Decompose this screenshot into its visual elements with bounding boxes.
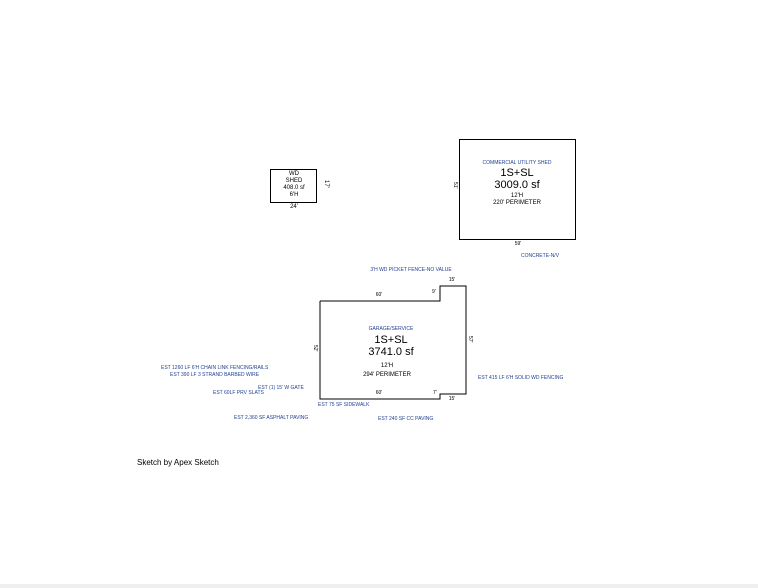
- barbed-wire-note: EST 390 LF 3 STRAND BARBED WIRE: [170, 372, 260, 378]
- garage-notch-top-dim: 15': [448, 277, 456, 283]
- solid-fence-note: EST 415 LF 6'H SOLID WD FENCING: [478, 375, 564, 381]
- garage-height: 12'H: [380, 363, 394, 369]
- commercial-title: COMMERCIAL UTILITY SHED: [482, 160, 552, 166]
- commercial-code: 1S+SL: [500, 167, 534, 179]
- garage-top-dim: 60': [375, 292, 383, 298]
- shed-type: WD: [289, 171, 299, 177]
- garage-bottom-step-dim: 7': [433, 390, 437, 396]
- cc-paving-note: EST 240 SF CC PAVING: [378, 416, 434, 422]
- commercial-bottom-dim: 59': [514, 241, 522, 247]
- garage-area: 3741.0 sf: [368, 346, 414, 358]
- garage-left-dim: 52': [312, 345, 318, 352]
- garage-right-dim: 57': [467, 336, 473, 343]
- asphalt-note: EST 2,360 SF ASPHALT PAVING: [234, 415, 309, 421]
- wd-shed-outline: [270, 169, 317, 203]
- commercial-height: 12'H: [510, 193, 524, 199]
- slats-note: EST 60LF PRV SLATS: [213, 390, 264, 396]
- garage-perimeter: 294' PERIMETER: [363, 372, 411, 378]
- picket-fence-note: 3'H WD PICKET FENCE-NO VALUE: [370, 267, 452, 273]
- sidewalk-note: EST 75 SF SIDEWALK: [318, 402, 370, 408]
- commercial-area: 3009.0 sf: [494, 179, 540, 191]
- bottom-edge-bar: [0, 584, 758, 588]
- garage-code: 1S+SL: [374, 334, 408, 346]
- shed-area: 408.0 sf: [283, 185, 305, 191]
- commercial-note: CONCRETE-N/V: [520, 253, 560, 259]
- garage-title: GARAGE/SERVICE: [368, 326, 414, 332]
- sketch-credit: Sketch by Apex Sketch: [137, 458, 219, 467]
- shed-width-dim: 24': [290, 204, 298, 210]
- garage-bottom-right-dim: 15': [448, 396, 456, 402]
- gate-note: EST (1) 15' W GATE: [258, 385, 304, 391]
- shed-name: SHED: [285, 178, 303, 184]
- garage-bottom-dim: 60': [375, 390, 383, 396]
- shed-height: 6'H: [289, 192, 299, 198]
- commercial-shed-outline: [459, 139, 576, 240]
- garage-notch-side-dim: 9': [432, 289, 436, 295]
- commercial-perimeter: 220' PERIMETER: [493, 200, 541, 206]
- chain-link-note: EST 1260 LF 6'H CHAIN LINK FENCING/RAILS: [161, 365, 269, 371]
